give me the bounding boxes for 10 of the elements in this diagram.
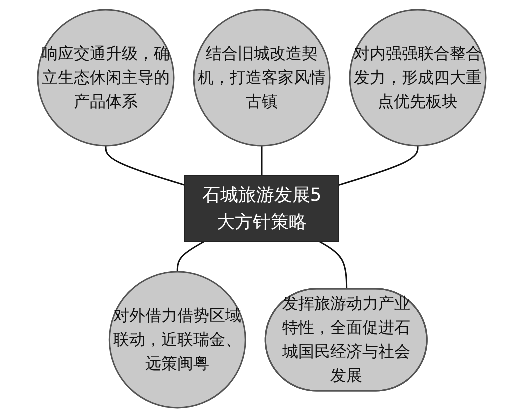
node-circle: 结合旧城改造契机，打造客家风情古镇 [192,8,330,146]
node-circle: 响应交通升级，确立生态休闲主导的产品体系 [36,8,174,146]
connector [104,146,185,186]
node-circle: 对内强强联合整合发力，形成四大重点优先板块 [348,8,486,146]
connector [260,146,262,176]
connector [319,240,348,290]
node-box: 石城旅游发展5大方针策略 [184,175,339,242]
connector [338,146,418,186]
node-circle: 对外借力借势区域联动，近联瑞金、远策闽粤 [108,270,246,408]
connector [176,240,204,272]
